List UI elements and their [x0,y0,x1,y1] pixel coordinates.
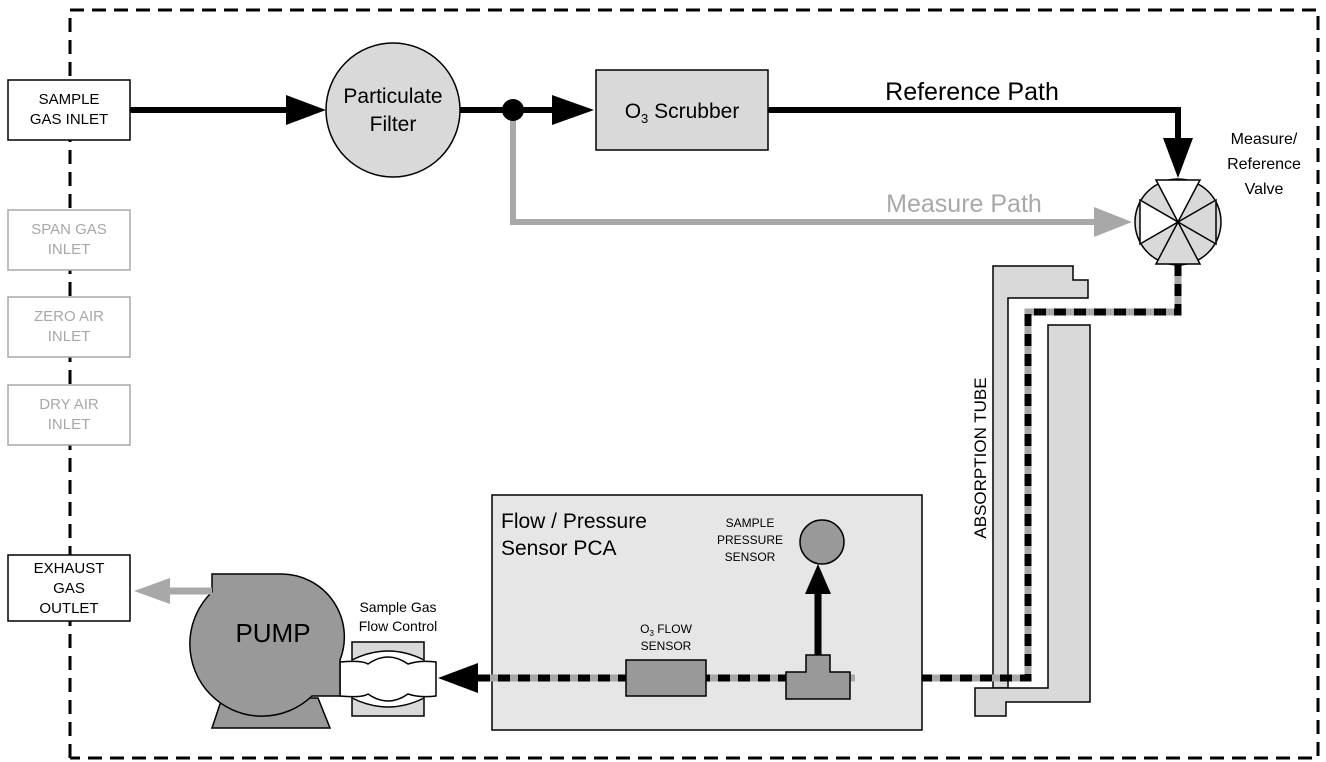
pca-title-line2: Sensor PCA [501,537,617,560]
measure-reference-valve [1134,178,1222,266]
sample-pressure-sensor: SAMPLE PRESSURE SENSOR [717,516,845,565]
tee-fitting [785,654,851,700]
pressure-sensor-line3: SENSOR [725,550,776,564]
exhaust-line2: GAS [53,580,85,597]
pressure-tap-arrow [805,564,831,594]
pressure-sensor-line2: PRESSURE [717,533,783,547]
dry-inlet-line2: INLET [48,416,91,433]
measure-path-label: Measure Path [886,190,1042,218]
measure-path-line [510,110,1098,225]
flow-control-line1: Sample Gas [359,599,436,615]
enclosure-border [68,8,1320,760]
zero-air-inlet: ZERO AIR INLET [7,296,131,358]
sample-inlet-line2: GAS INLET [30,111,108,128]
span-inlet-line1: SPAN GAS [31,221,107,238]
exhaust-line1: EXHAUST [34,560,105,577]
filter-line1: Particulate [343,85,442,108]
span-gas-inlet: SPAN GAS INLET [7,209,131,271]
reference-path-label: Reference Path [885,78,1059,106]
flow-sensor-line1: O3 FLOW [640,622,692,638]
flow-sensor-line2: SENSOR [641,639,692,653]
pump-label: PUMP [235,618,310,648]
zero-inlet-line2: INLET [48,328,91,345]
o3-scrubber: O3 Scrubber [595,69,769,151]
split-junction [502,99,524,121]
flow-control-line2: Flow Control [359,618,438,634]
reference-path-arrow [1163,138,1193,178]
pca-title-line1: Flow / Pressure [501,510,647,533]
reference-path-line [768,107,1181,142]
dry-air-inlet: DRY AIR INLET [7,384,131,446]
exhaust-line3: OUTLET [39,600,98,617]
absorption-tube [974,265,1091,717]
o3-flow-sensor: O3 FLOW SENSOR [625,622,707,697]
dry-inlet-line1: DRY AIR [39,396,99,413]
pressure-sensor-line1: SAMPLE [726,516,775,530]
sample-arrow [286,95,326,125]
exhaust-arrow [134,578,170,604]
valve-line1: Measure/ [1231,131,1298,148]
span-inlet-line2: INLET [48,241,91,258]
exhaust-gas-outlet: EXHAUST GAS OUTLET [7,554,131,622]
absorption-tube-label: ABSORPTION TUBE [971,377,990,538]
sample-gas-inlet: SAMPLE GAS INLET [7,79,131,141]
pump: PUMP [189,573,346,729]
flow-control-arrow [438,663,478,693]
zero-inlet-line1: ZERO AIR [34,308,104,325]
absorption-gas-path [888,264,1182,682]
sample-gas-flow-control: Sample Gas Flow Control [339,599,438,717]
flow-pressure-sensor-pca: Flow / Pressure Sensor PCA [491,494,923,731]
measure-path-arrow [1094,207,1132,237]
filter-line2: Filter [370,113,417,136]
valve-line3: Valve [1245,181,1284,198]
scrubber-arrow [552,95,594,125]
valve-line2: Reference [1227,156,1301,173]
scrubber-label: O3 Scrubber [625,100,740,126]
particulate-filter: Particulate Filter [325,42,461,178]
sample-inlet-line1: SAMPLE [39,91,100,108]
